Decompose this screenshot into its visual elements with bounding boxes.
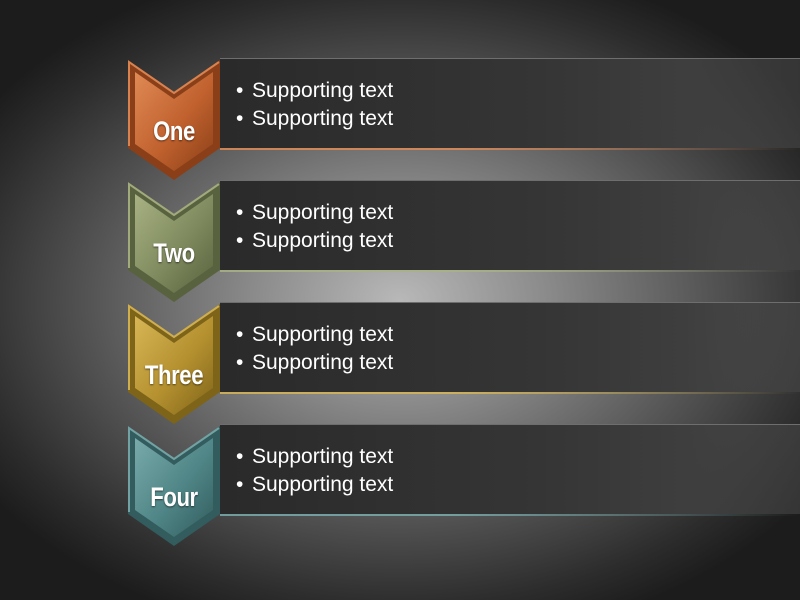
bullet-item: • Supporting text <box>236 443 393 471</box>
chevron-two-label: Two <box>153 238 195 268</box>
chevron-three-label: Three <box>144 360 204 390</box>
chevron-one-label: One <box>153 116 195 146</box>
stage-three-panel: • Supporting text • Supporting text <box>220 302 800 394</box>
bullet-item: • Supporting text <box>236 227 393 255</box>
bullet-item: • Supporting text <box>236 105 393 133</box>
bullet-dot: • <box>236 323 244 346</box>
chevron-highlight <box>128 304 220 390</box>
bullet-dot: • <box>236 445 244 468</box>
bullet-dot: • <box>236 79 244 102</box>
stage-three-bullets: • Supporting text • Supporting text <box>236 321 393 377</box>
bullet-item: • Supporting text <box>236 471 393 499</box>
stage-two-bullets: • Supporting text • Supporting text <box>236 199 393 255</box>
chevron-face <box>135 316 213 415</box>
bullet-item: • Supporting text <box>236 199 393 227</box>
bullet-item: • Supporting text <box>236 349 393 377</box>
stage-three: • Supporting text • Supporting text Three <box>0 302 800 426</box>
chevron-one: One <box>126 58 222 182</box>
bullet-text: Supporting text <box>252 323 394 346</box>
bullet-item: • Supporting text <box>236 77 393 105</box>
stage-two-panel: • Supporting text • Supporting text <box>220 180 800 272</box>
chevron-two: Two <box>126 180 222 304</box>
stage-four: • Supporting text • Supporting text Four <box>0 424 800 548</box>
chevron-face <box>135 194 213 293</box>
bullet-text: Supporting text <box>252 229 394 252</box>
bullet-dot: • <box>236 107 244 130</box>
chevron-face <box>135 438 213 537</box>
bullet-dot: • <box>236 229 244 252</box>
bullet-dot: • <box>236 351 244 374</box>
chevron-highlight <box>128 426 220 512</box>
stage-one: • Supporting text • Supporting text One <box>0 58 800 182</box>
stage-one-bullets: • Supporting text • Supporting text <box>236 77 393 133</box>
bullet-text: Supporting text <box>252 445 394 468</box>
bullet-text: Supporting text <box>252 351 394 374</box>
bullet-item: • Supporting text <box>236 321 393 349</box>
stage-four-bullets: • Supporting text • Supporting text <box>236 443 393 499</box>
bullet-text: Supporting text <box>252 473 394 496</box>
bullet-dot: • <box>236 201 244 224</box>
chevron-face <box>135 72 213 171</box>
bullet-dot: • <box>236 473 244 496</box>
chevron-highlight <box>128 60 220 146</box>
chevron-four: Four <box>126 424 222 548</box>
chevron-highlight <box>128 182 220 268</box>
chevron-three: Three <box>126 302 222 426</box>
stage-two: • Supporting text • Supporting text Two <box>0 180 800 304</box>
bullet-text: Supporting text <box>252 79 394 102</box>
chevron-four-label: Four <box>150 482 198 512</box>
bullet-text: Supporting text <box>252 201 394 224</box>
stage-four-panel: • Supporting text • Supporting text <box>220 424 800 516</box>
bullet-text: Supporting text <box>252 107 394 130</box>
stage-one-panel: • Supporting text • Supporting text <box>220 58 800 150</box>
